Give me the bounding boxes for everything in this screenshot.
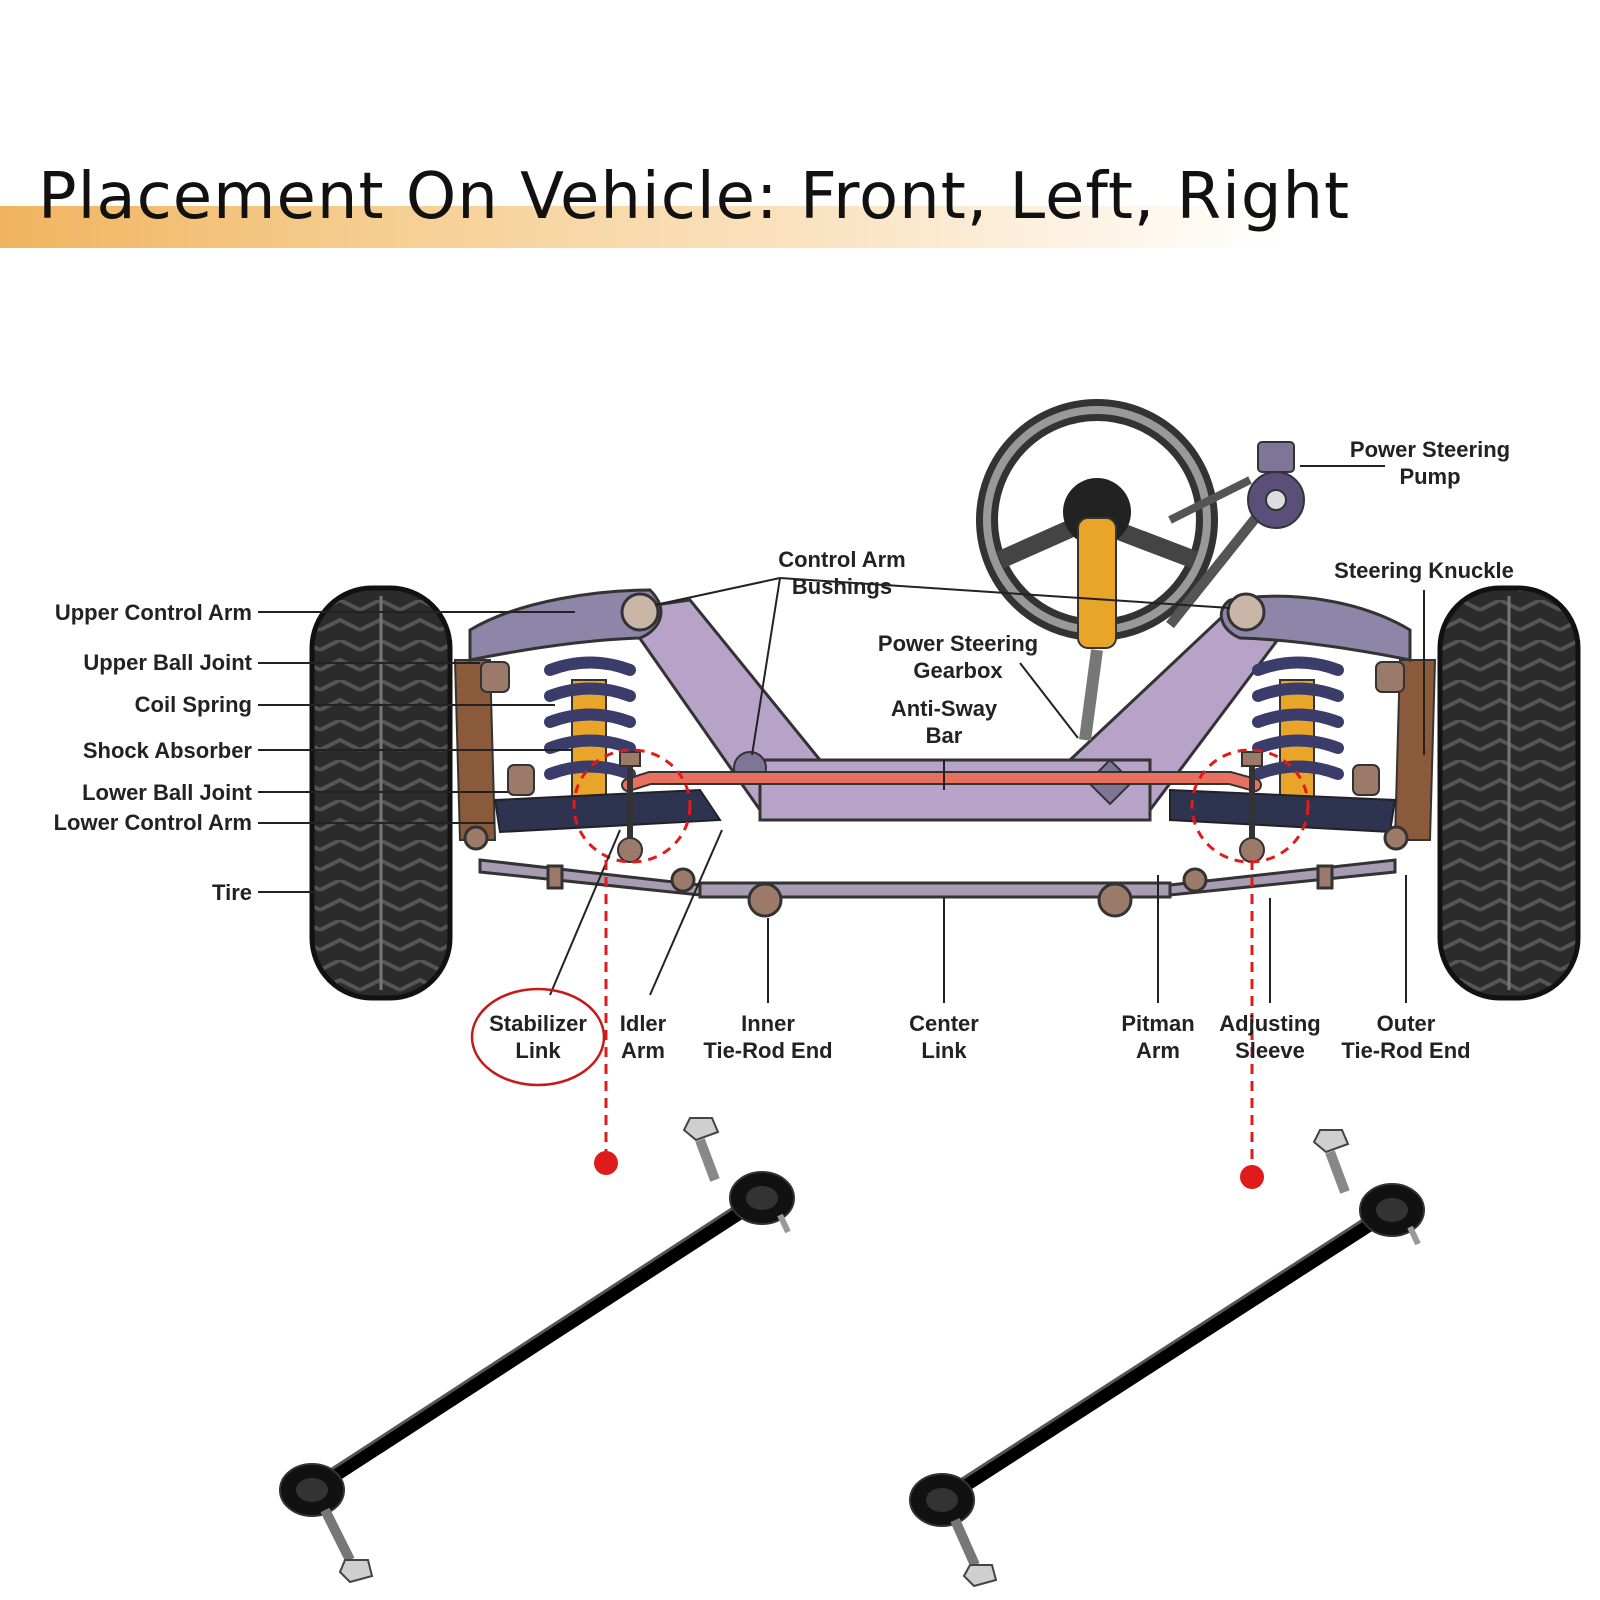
label-steering-knuckle: Steering Knuckle (1334, 558, 1514, 583)
label-outer-tie-rod-line2: Tie-Rod End (1341, 1038, 1470, 1063)
right-control-arm-bushing (1226, 592, 1266, 632)
part-labels: Upper Control Arm Upper Ball Joint Coil … (54, 437, 1514, 1063)
label-tire: Tire (212, 880, 252, 905)
left-upper-control-arm (468, 588, 663, 662)
label-center-link-line2: Link (921, 1038, 967, 1063)
label-adjusting-sleeve-line2: Sleeve (1235, 1038, 1305, 1063)
label-pitman-arm-line2: Arm (1136, 1038, 1180, 1063)
label-upper-control-arm: Upper Control Arm (55, 600, 252, 625)
label-upper-ball-joint: Upper Ball Joint (83, 650, 252, 675)
label-power-steering-gearbox-line1: Power Steering (878, 631, 1038, 656)
label-stabilizer-link-line1: Stabilizer (489, 1011, 587, 1036)
label-power-steering-pump-line1: Power Steering (1350, 437, 1510, 462)
drop-indicators (594, 860, 1264, 1189)
left-highlight-circle (572, 748, 692, 864)
anti-sway-bar (621, 771, 1262, 792)
label-control-arm-bushings-line2: Bushings (792, 574, 892, 599)
stabilizer-link-product-right (909, 1129, 1425, 1588)
frame-crossmember (617, 598, 1303, 822)
label-idler-arm-line2: Arm (621, 1038, 665, 1063)
label-lower-control-arm: Lower Control Arm (54, 810, 252, 835)
label-adjusting-sleeve-line1: Adjusting (1219, 1011, 1320, 1036)
right-upper-ball-joint (1375, 661, 1405, 693)
label-stabilizer-link-line2: Link (515, 1038, 561, 1063)
leader-lines (258, 465, 1425, 1003)
stabilizer-link-product-left (279, 1117, 795, 1584)
right-upper-control-arm (1219, 594, 1412, 662)
steering-column (1077, 517, 1117, 741)
steering-linkage (463, 825, 1409, 918)
right-lower-ball-joint (1352, 764, 1380, 796)
right-lower-control-arm (1169, 788, 1397, 834)
label-power-steering-pump-line2: Pump (1399, 464, 1460, 489)
label-lower-ball-joint: Lower Ball Joint (82, 780, 253, 805)
left-lower-ball-joint (507, 764, 535, 796)
right-stabilizer-link (1239, 751, 1265, 863)
left-upper-ball-joint (480, 661, 510, 693)
stabilizer-link-label-circle (470, 987, 606, 1087)
right-tire (1437, 585, 1581, 1001)
page-title: Placement On Vehicle: Front, Left, Right (38, 160, 1351, 234)
label-outer-tie-rod-line1: Outer (1377, 1011, 1436, 1036)
left-coil-spring (544, 656, 636, 780)
label-inner-tie-rod-line1: Inner (741, 1011, 795, 1036)
power-steering-pump (1166, 441, 1305, 629)
right-highlight-circle (1190, 748, 1310, 864)
label-center-link-line1: Center (909, 1011, 979, 1036)
left-stabilizer-link (617, 751, 643, 863)
label-coil-spring: Coil Spring (135, 692, 252, 717)
label-power-steering-gearbox-line2: Gearbox (913, 658, 1003, 683)
title-highlight-band (0, 206, 1600, 248)
right-coil-spring (1252, 656, 1344, 780)
label-control-arm-bushings-line1: Control Arm (778, 547, 906, 572)
label-idler-arm-line1: Idler (620, 1011, 667, 1036)
label-anti-sway-bar-line1: Anti-Sway (891, 696, 998, 721)
label-shock-absorber: Shock Absorber (83, 738, 253, 763)
label-anti-sway-bar-line2: Bar (926, 723, 963, 748)
label-pitman-arm-line1: Pitman (1121, 1011, 1194, 1036)
left-control-arm-bushing (620, 592, 660, 632)
label-inner-tie-rod-line2: Tie-Rod End (703, 1038, 832, 1063)
